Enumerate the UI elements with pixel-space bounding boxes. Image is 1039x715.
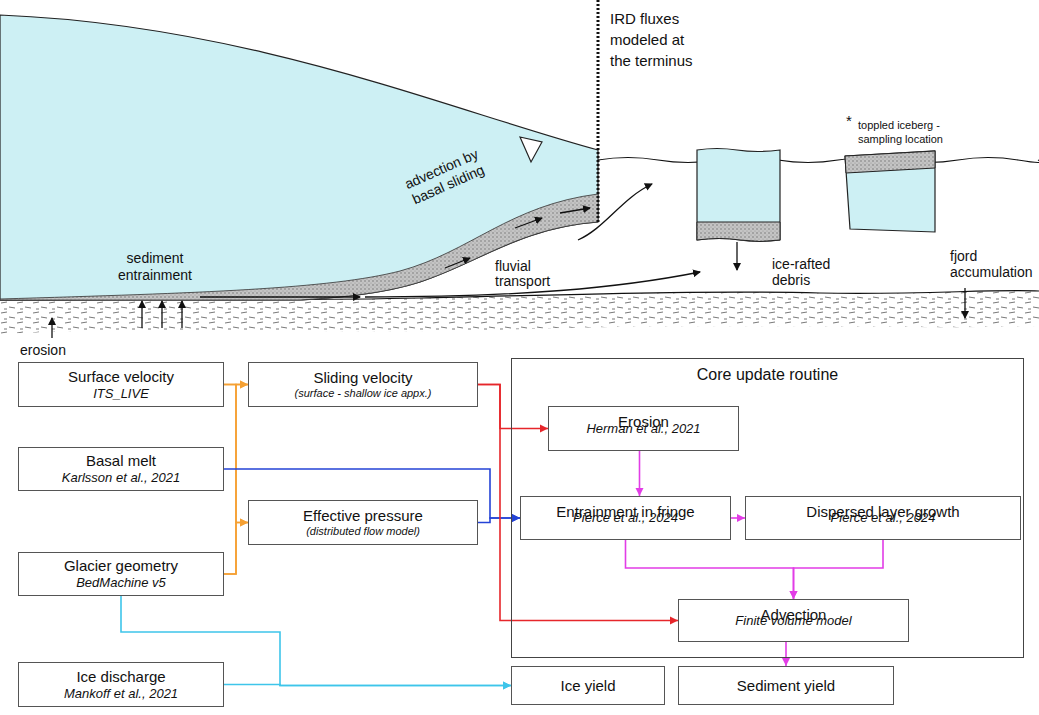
connector <box>790 540 884 599</box>
group-title: Core update routine <box>512 365 1023 384</box>
arrowhead <box>503 682 511 690</box>
illustration-label: fjord accumulation <box>950 248 1036 280</box>
connector <box>224 682 511 690</box>
connector-line <box>224 523 248 575</box>
box-source: Pierce et al., 2024 <box>573 510 678 526</box>
iceberg-debris <box>697 222 780 242</box>
process-box: Dispersed layer growthPierce et al., 202… <box>745 496 1021 540</box>
arrowhead <box>790 591 798 599</box>
terminus-line <box>597 0 600 224</box>
connector <box>478 385 548 433</box>
box-title: Surface velocity <box>68 368 174 386</box>
connector <box>224 519 248 575</box>
arrowhead <box>540 425 548 433</box>
arrowhead <box>503 682 511 690</box>
debris-band <box>0 194 598 300</box>
output-box: Ice yield <box>511 666 665 705</box>
box-title: Ice yield <box>560 677 615 695</box>
illustration-label: sediment entrainment <box>105 250 205 284</box>
box-title: Glacier geometry <box>64 557 178 575</box>
input-box: Basal meltKarlsson et al., 2021 <box>18 447 224 491</box>
connector-line <box>224 385 248 575</box>
input-box: Surface velocityITS_LIVE <box>18 362 224 407</box>
box-source: (surface - shallow ice appx.) <box>295 387 432 400</box>
input-box: Ice dischargeMankoff et al., 2021 <box>18 662 224 707</box>
connector <box>782 642 790 666</box>
box-title: Sediment yield <box>737 677 835 695</box>
toppled-iceberg-debris <box>845 151 935 173</box>
connector <box>478 514 520 523</box>
output-box: Sediment yield <box>678 666 894 705</box>
arrowhead <box>512 514 520 522</box>
arrowhead <box>240 381 248 389</box>
box-source: ITS_LIVE <box>93 386 149 402</box>
arrowhead <box>790 591 798 599</box>
arrowhead <box>670 617 678 625</box>
arrowhead <box>636 488 644 496</box>
arrowhead <box>737 514 745 522</box>
connector-line <box>478 385 548 429</box>
toppled-iceberg <box>845 151 935 232</box>
glacier-ice <box>0 15 598 300</box>
illustration-label: toppled iceberg - sampling location <box>858 118 958 146</box>
box-source: BedMachine v5 <box>76 575 166 591</box>
box-title: Ice discharge <box>76 668 165 686</box>
box-title: Effective pressure <box>303 507 423 525</box>
box-source: (distributed flow model) <box>306 525 420 538</box>
illustration-label: fluvial transport <box>495 259 565 289</box>
connector-line <box>794 540 884 599</box>
process-box: Entrainment in fringePierce et al., 2024 <box>520 496 731 540</box>
process-box: AdvectionFinite volume model <box>678 599 909 642</box>
box-source: Mankoff et al., 2021 <box>64 686 178 702</box>
box-title: Basal melt <box>86 452 156 470</box>
group-box: Core update routineErosionHerman et al.,… <box>511 358 1024 658</box>
water-surface <box>598 158 1039 163</box>
iceberg <box>697 149 780 242</box>
arrowhead <box>782 658 790 666</box>
box-source: Karlsson et al., 2021 <box>62 470 181 486</box>
illustration-label: * <box>846 113 852 129</box>
box-title: Sliding velocity <box>313 369 412 387</box>
box-source: Pierce et al., 2024 <box>831 510 936 526</box>
arrowhead <box>240 381 248 389</box>
connector <box>731 514 745 522</box>
process-box: Sliding velocity(surface - shallow ice a… <box>248 362 478 407</box>
illustration-label: IRD fluxes modeled at the terminus <box>610 8 705 71</box>
box-source: Finite volume model <box>735 613 851 629</box>
glacier-illustration <box>0 0 1039 360</box>
connector-line <box>626 540 794 599</box>
arrowhead <box>240 519 248 527</box>
illustration-label: ice-rafted debris <box>772 256 852 288</box>
connector <box>626 540 798 599</box>
process-box: Effective pressure(distributed flow mode… <box>248 500 478 545</box>
connector <box>636 451 644 496</box>
arrowhead <box>240 519 248 527</box>
illustration-label: erosion <box>20 342 66 358</box>
box-source: Herman et al., 2021 <box>586 421 700 437</box>
input-box: Glacier geometryBedMachine v5 <box>18 552 224 596</box>
process-arrows <box>52 184 965 338</box>
process-box: ErosionHerman et al., 2021 <box>548 406 739 451</box>
crevasse <box>520 137 542 162</box>
arrowhead <box>512 514 520 522</box>
connector <box>224 381 248 575</box>
connector-line <box>224 685 511 686</box>
